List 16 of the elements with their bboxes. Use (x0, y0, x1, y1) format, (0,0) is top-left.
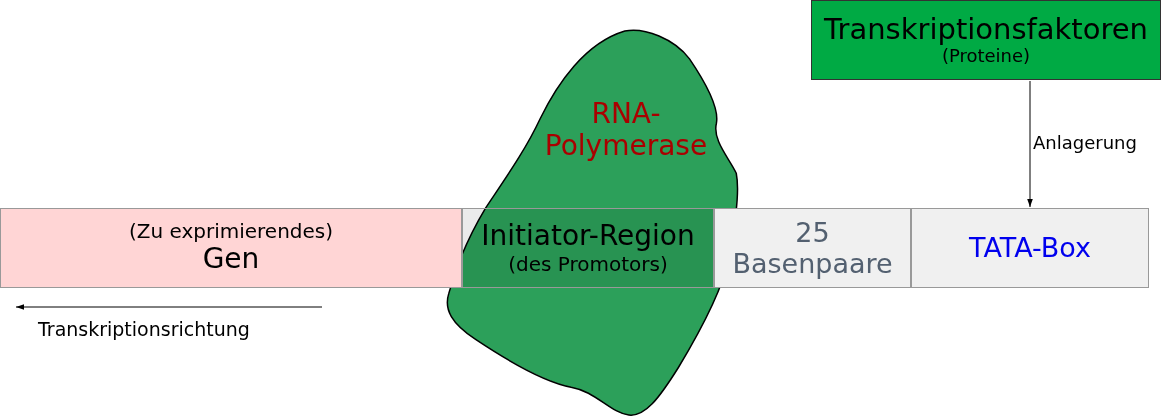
segment-subtitle: (des Promotors) (508, 252, 668, 276)
direction-label: Transkriptionsrichtung (38, 318, 250, 341)
box-title: Transkriptionsfaktoren (824, 13, 1148, 47)
segment-title: TATA-Box (969, 232, 1091, 264)
transcription-factor-box (811, 0, 1161, 80)
arrow (1027, 80, 1033, 208)
box-subtitle: (Proteine) (941, 46, 1031, 67)
tata-box-segment (911, 208, 1149, 288)
gene-segment (0, 208, 462, 288)
segment-title: Initiator-Region (481, 220, 695, 253)
segment-title: Gen (202, 243, 260, 276)
edge-label: Anlagerung (1033, 132, 1137, 154)
blob-label: RNA- Polymerase (543, 98, 709, 163)
segment-title: 25 Basenpaare (731, 216, 894, 280)
segment-subtitle: (Zu exprimierendes) (128, 220, 334, 244)
spacer-segment (714, 208, 911, 288)
